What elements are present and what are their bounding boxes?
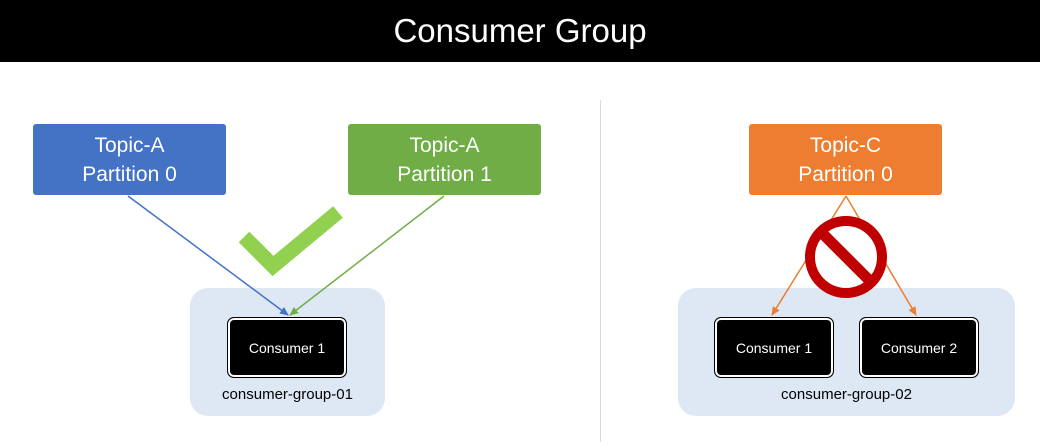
topic-a-partition-1-box: Topic-A Partition 1 — [348, 124, 541, 195]
topic-a-partition-0-box: Topic-A Partition 0 — [33, 124, 226, 195]
consumer-1-box: Consumer 1 — [227, 317, 347, 378]
consumer-label: Consumer 1 — [248, 339, 326, 356]
topic-name: Topic-A — [409, 133, 480, 157]
topic-name: Topic-A — [94, 133, 165, 157]
consumer-group-02-box: Consumer 1 Consumer 2 consumer-group-02 — [678, 288, 1015, 416]
prohibited-icon — [805, 216, 887, 298]
consumer-label: Consumer 1 — [735, 339, 813, 356]
consumer-group-01-box: Consumer 1 consumer-group-01 — [190, 288, 385, 416]
section-divider — [600, 100, 601, 442]
consumer-label: Consumer 2 — [880, 339, 958, 356]
partition-name: Partition 0 — [798, 162, 893, 186]
group-label: consumer-group-02 — [781, 386, 912, 403]
topic-name: Topic-C — [809, 133, 882, 157]
consumer-2-box: Consumer 2 — [859, 317, 979, 378]
group-label: consumer-group-01 — [222, 386, 353, 403]
partition-name: Partition 1 — [397, 162, 492, 186]
partition-name: Partition 0 — [82, 162, 177, 186]
checkmark-icon — [238, 206, 343, 277]
page-title: Consumer Group — [393, 12, 647, 49]
page-title-bar: Consumer Group — [0, 0, 1040, 62]
topic-c-partition-0-box: Topic-C Partition 0 — [749, 124, 942, 195]
consumer-1-box: Consumer 1 — [714, 317, 834, 378]
